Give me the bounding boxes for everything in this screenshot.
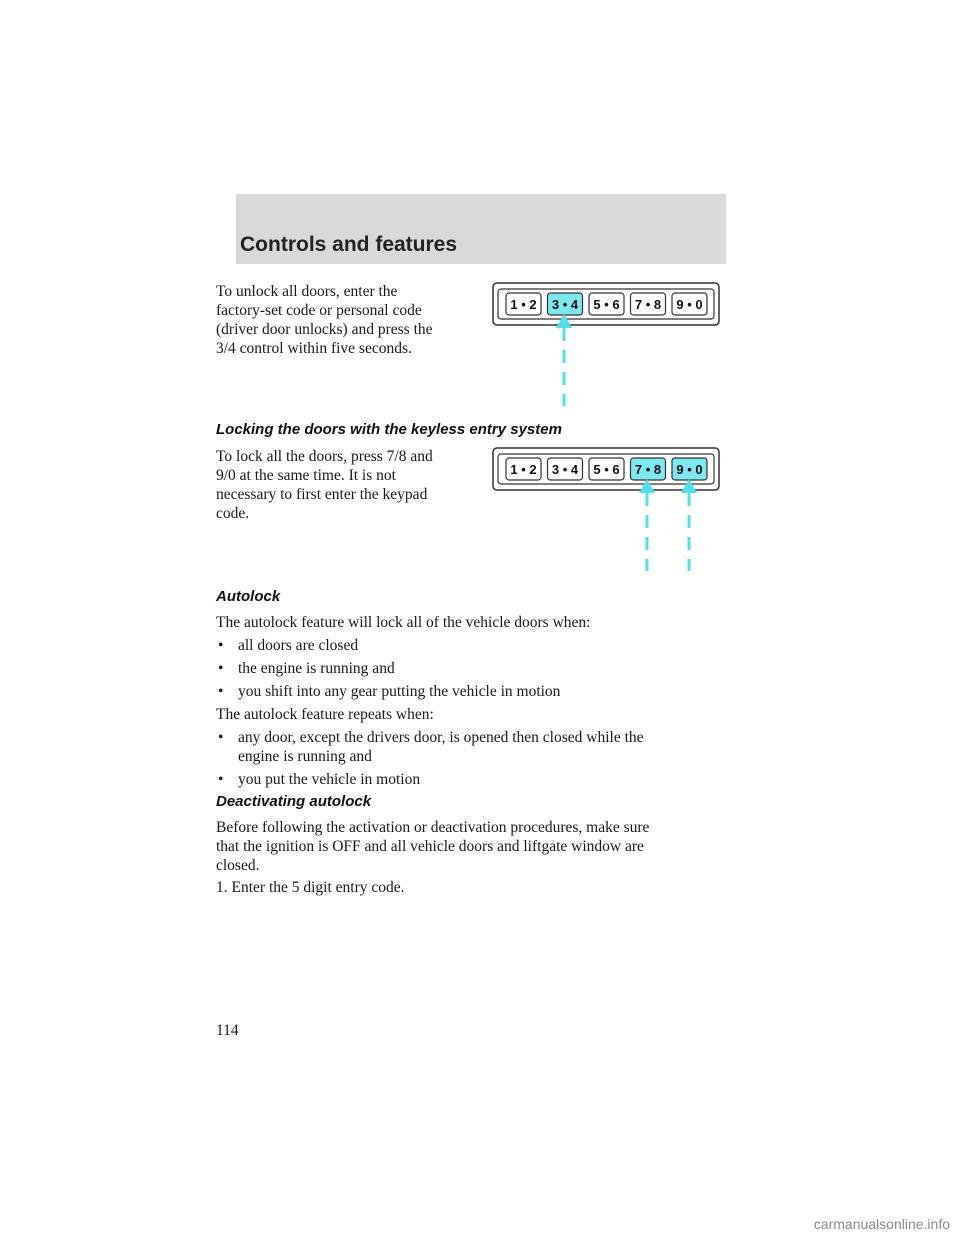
keypad-key (546, 292, 584, 316)
footer-watermark: carmanualsonline.info (813, 1216, 950, 1232)
page-number: 114 (216, 1022, 239, 1039)
locking-paragraph: To lock all the doors, press 7/8 and 9/0… (216, 447, 433, 523)
autolock-conditions-list: •all doors are closed •the engine is run… (216, 636, 560, 705)
autolock-heading: Autolock (216, 588, 281, 605)
autolock-repeat-list: • any door, except the drivers door, is … (216, 728, 644, 793)
keypad-key (671, 292, 708, 316)
keypad-key-label: 5 • 6 (593, 297, 619, 312)
pointer-arrow (556, 314, 572, 406)
locking-line: 9/0 at the same time. It is not (216, 467, 396, 484)
list-item: •you put the vehicle in motion (218, 771, 421, 788)
keypad-key-label: 5 • 6 (593, 462, 619, 477)
unlock-paragraph: To unlock all doors, enter the factory-s… (216, 282, 433, 358)
keypad-key (505, 457, 542, 481)
keypad-key-label: 7 • 8 (635, 462, 661, 477)
locking-heading: Locking the doors with the keyless entry… (216, 421, 562, 438)
keypad-key (505, 292, 542, 316)
deactivating-line: Before following the activation or deact… (216, 819, 650, 836)
deactivating-step-1: 1. Enter the 5 digit entry code. (216, 879, 405, 896)
deactivating-heading: Deactivating autolock (216, 793, 372, 810)
unlock-line: (driver door unlocks) and press the (216, 321, 433, 338)
keypad-key (588, 457, 625, 481)
list-item: • any door, except the drivers door, is … (218, 729, 644, 765)
keypad-key (629, 292, 667, 316)
keypad-key-label: 1 • 2 (510, 297, 536, 312)
keypad-key (588, 292, 625, 316)
keypad-key-label: 1 • 2 (510, 462, 536, 477)
keypad-key (546, 457, 584, 481)
keypad-key-label: 3 • 4 (552, 462, 579, 477)
section-title: Controls and features (240, 233, 458, 256)
deactivating-line: closed. (216, 857, 260, 874)
pointer-arrow (681, 479, 697, 571)
deactivating-paragraph: Before following the activation or deact… (216, 818, 649, 875)
autolock-intro: The autolock feature will lock all of th… (216, 614, 591, 631)
list-item: •all doors are closed (218, 637, 359, 654)
section-header-band (236, 194, 726, 264)
unlock-line: To unlock all doors, enter the (216, 283, 398, 300)
list-item: •the engine is running and (218, 660, 395, 677)
pointer-arrow (639, 479, 655, 571)
keypad-lock-diagram: 1 • 2 3 • 4 5 • 6 7 • 8 9 • 0 (492, 447, 720, 571)
deactivating-line: that the ignition is OFF and all vehicle… (216, 838, 644, 855)
unlock-line: factory-set code or personal code (216, 302, 422, 319)
keypad-key (629, 457, 667, 481)
list-item: •you shift into any gear putting the veh… (218, 683, 561, 700)
autolock-repeat-intro: The autolock feature repeats when: (216, 706, 434, 723)
keypad-key-label: 7 • 8 (635, 297, 661, 312)
unlock-line: 3/4 control within five seconds. (216, 340, 412, 357)
keypad-key-label: 3 • 4 (552, 297, 579, 312)
locking-line: code. (216, 505, 250, 522)
keypad-key-label: 9 • 0 (676, 462, 702, 477)
keypad-key-label: 9 • 0 (676, 297, 702, 312)
keypad-unlock-diagram: 1 • 2 3 • 4 5 • 6 7 • 8 9 • 0 (492, 282, 720, 406)
locking-line: To lock all the doors, press 7/8 and (216, 448, 433, 465)
locking-line: necessary to first enter the keypad (216, 486, 428, 503)
